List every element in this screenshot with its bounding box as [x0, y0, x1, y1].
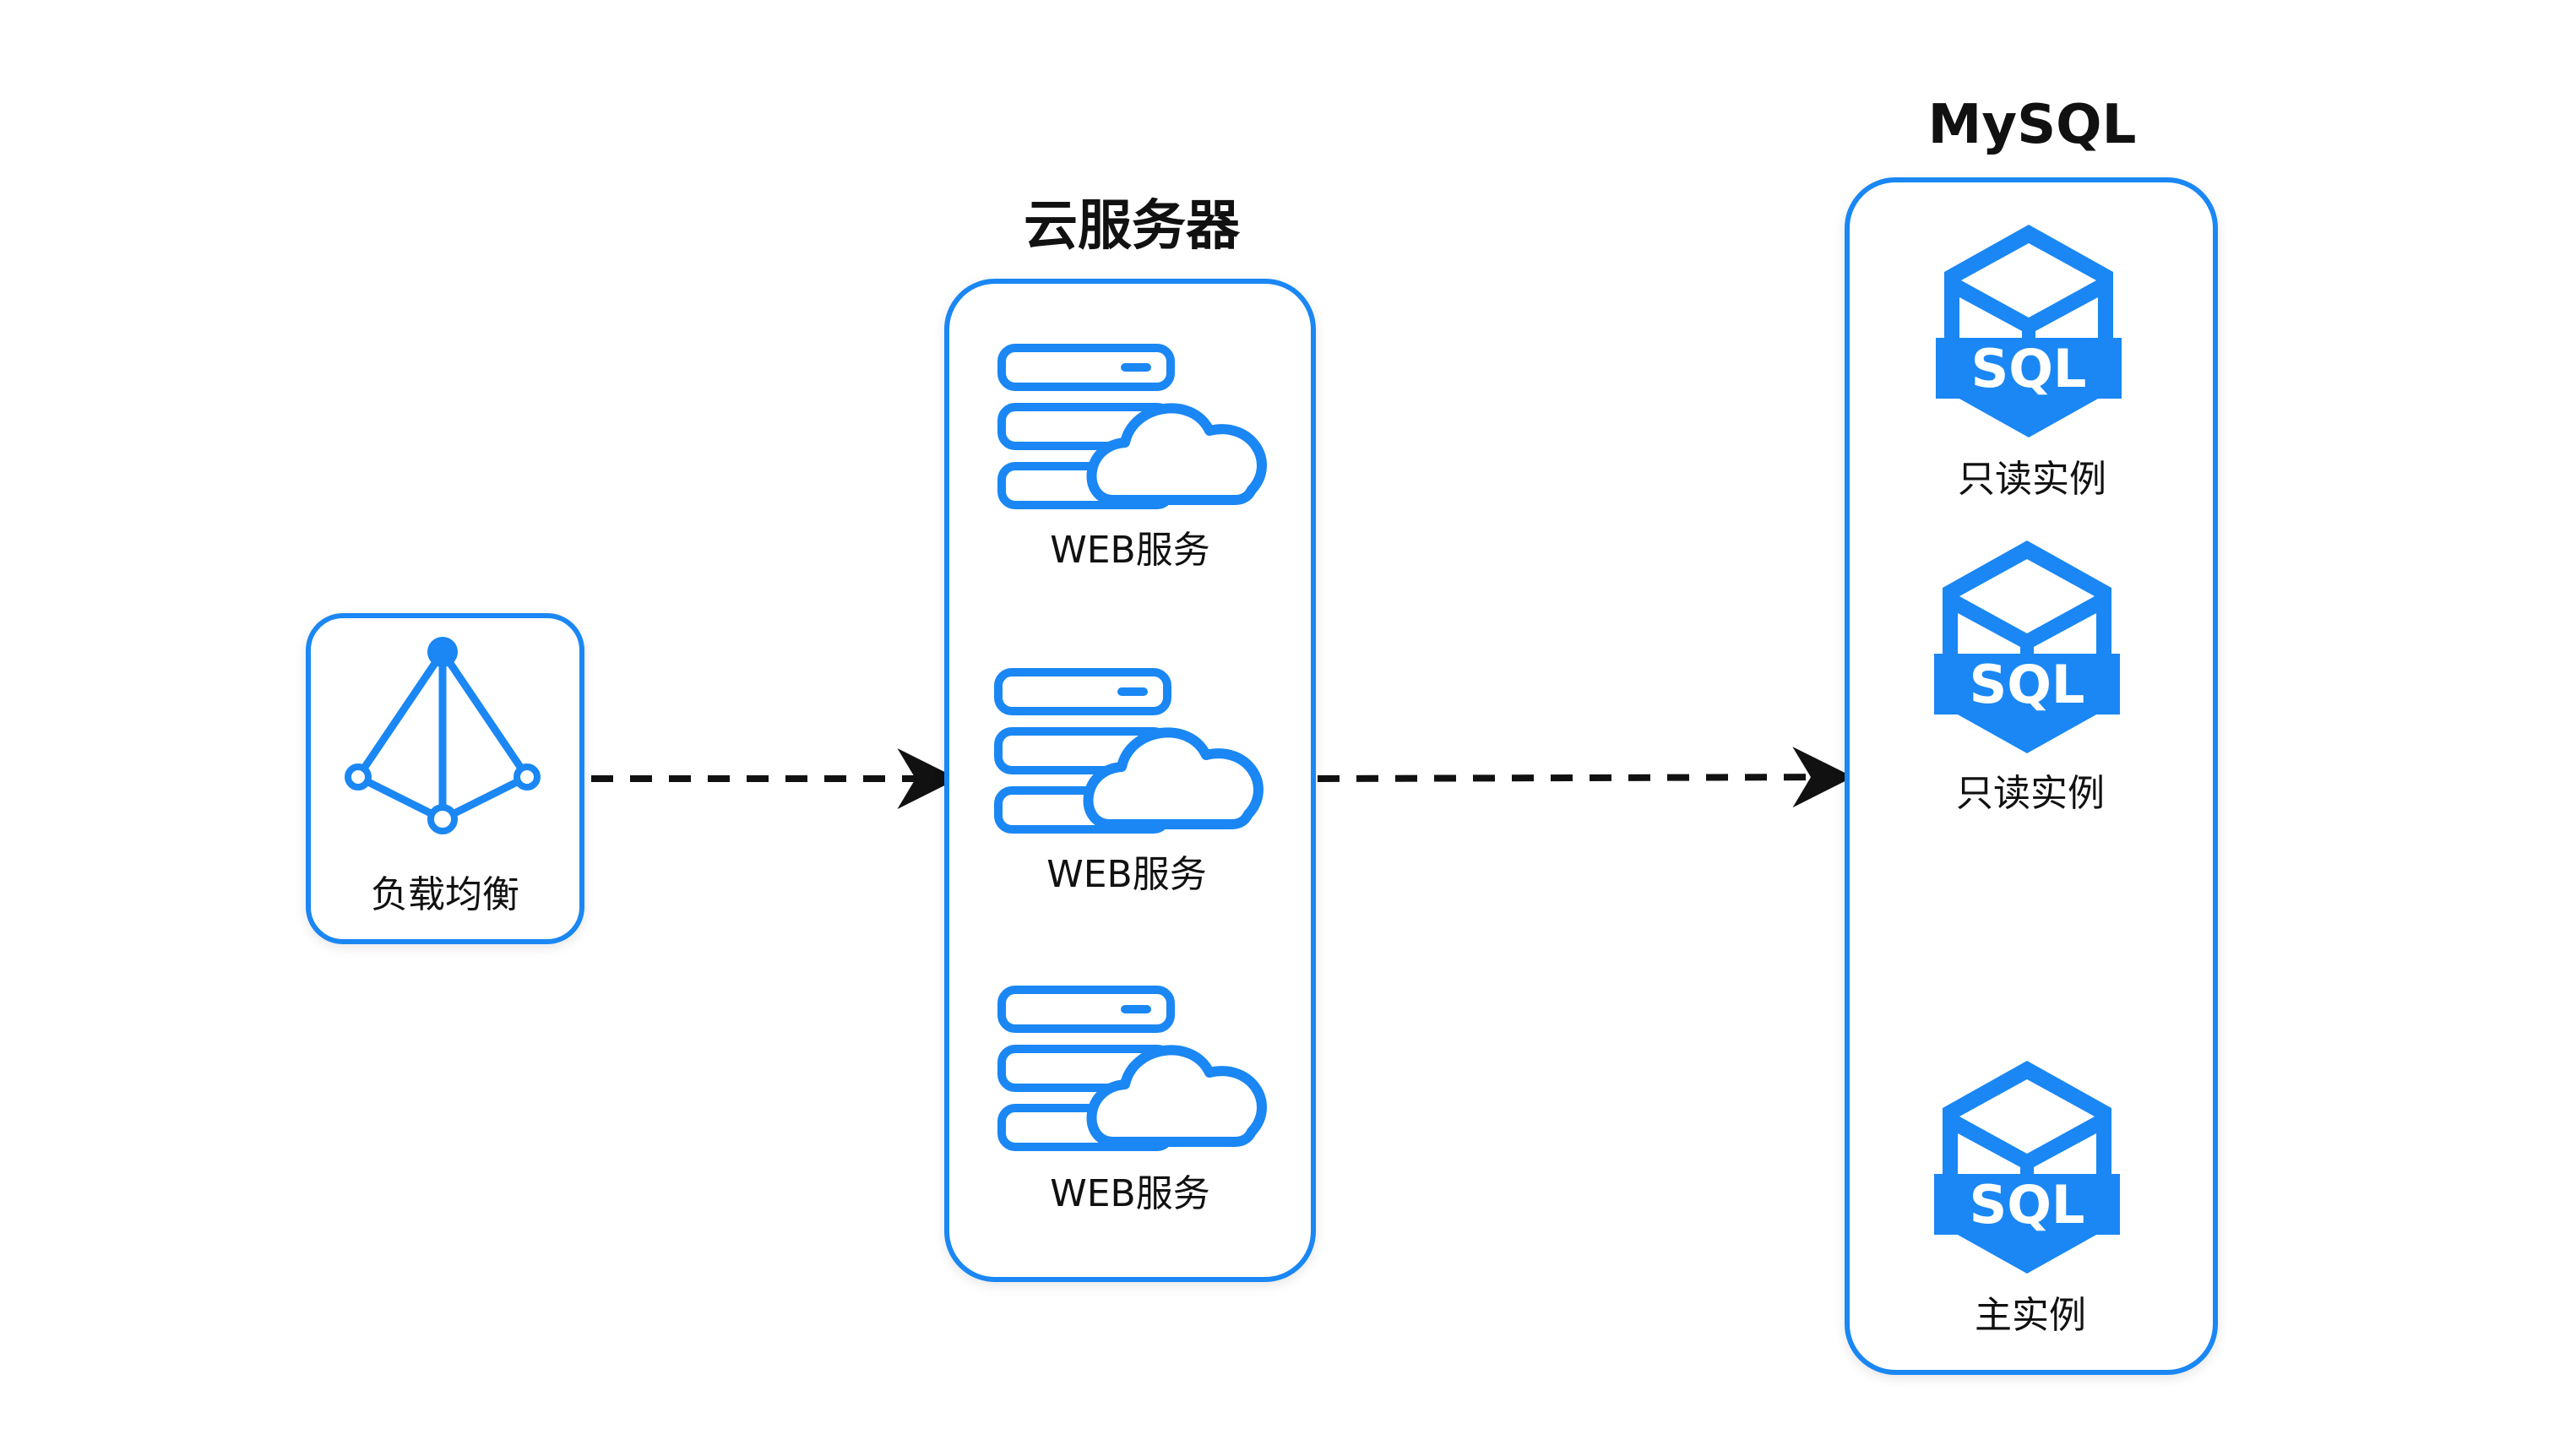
server-cloud-icon [995, 669, 1274, 838]
arrow-web-to-mysql [1317, 747, 1854, 808]
sql-badge-text: SQL [1970, 1174, 2085, 1236]
load-balancer-icon [345, 637, 541, 834]
web-node-label: WEB服务 [1050, 529, 1210, 572]
server-cloud-icon [998, 986, 1277, 1155]
sql-badge-text: SQL [1971, 338, 2087, 399]
primary-instance-label: 主实例 [1975, 1294, 2086, 1337]
read-replica-label: 只读实例 [1958, 458, 2106, 501]
web-node-label: WEB服务 [1046, 853, 1207, 896]
mysql-title: MySQL [1927, 94, 2137, 156]
sql-badge-text: SQL [1970, 654, 2085, 715]
sql-cube-icon: SQL [1934, 1061, 2120, 1274]
load-balancer-label: 负载均衡 [371, 873, 519, 916]
read-replica-label: 只读实例 [1956, 772, 2105, 815]
server-cloud-icon [998, 345, 1277, 513]
sql-cube-icon: SQL [1934, 541, 2120, 753]
web-node-label: WEB服务 [1050, 1172, 1210, 1215]
cloud-server-title: 云服务器 [1024, 195, 1240, 258]
sql-cube-icon: SQL [1936, 225, 2122, 437]
